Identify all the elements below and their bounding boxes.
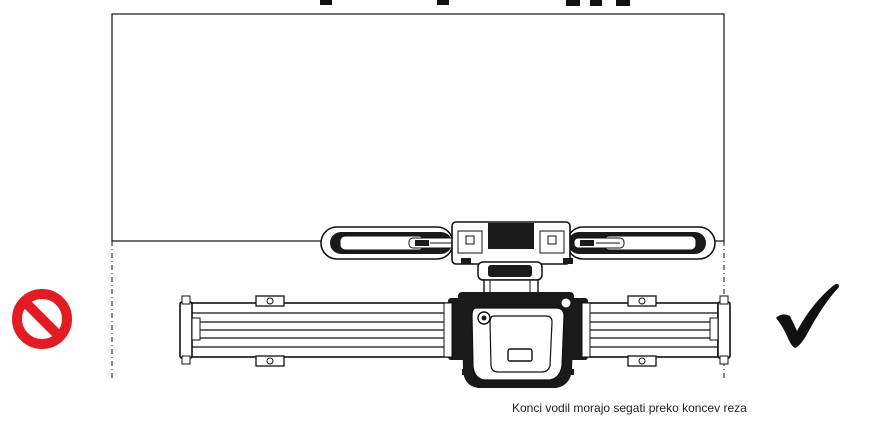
prohibited-icon [12, 289, 72, 349]
rail-clamp-left [255, 295, 285, 367]
saw-base-plate [320, 221, 716, 265]
rail-clamp-right [627, 295, 657, 367]
diagram-caption: Konci vodil morajo segati preko koncev r… [512, 401, 747, 415]
rail-end-cap-left [179, 301, 193, 359]
saw-carriage [443, 292, 591, 388]
top-cropped-fragment [320, 0, 630, 6]
workpiece-board [111, 13, 725, 242]
saw-neck [477, 261, 543, 297]
checkmark-icon [776, 283, 839, 348]
rail-end-cap-right [717, 301, 731, 359]
